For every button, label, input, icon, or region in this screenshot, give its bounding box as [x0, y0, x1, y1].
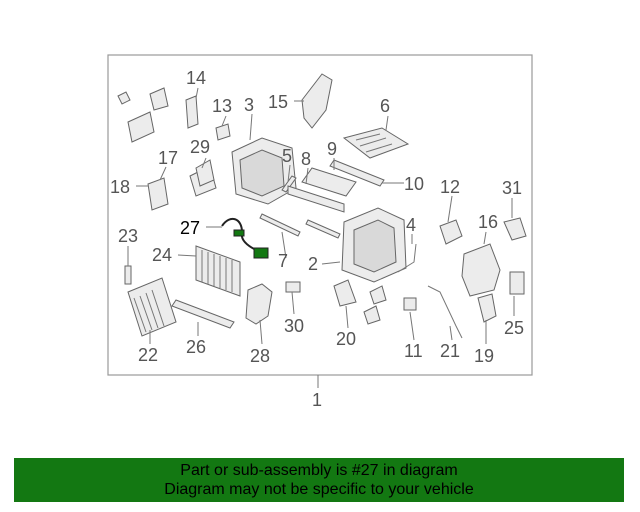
part-30-shape [285, 281, 301, 293]
part-29-shape [195, 159, 215, 187]
parts-diagram: 1 2 3 4 5 6 7 8 9 10 11 12 13 14 15 16 1… [107, 54, 533, 410]
callout-29: 29 [190, 137, 210, 157]
callout-31: 31 [502, 178, 522, 198]
part-6-shape [342, 127, 410, 159]
part-8-shape [287, 185, 345, 213]
callout-8: 8 [301, 149, 311, 169]
callout-27: 27 [180, 218, 200, 238]
callout-5: 5 [282, 146, 292, 166]
callout-6: 6 [380, 96, 390, 116]
callout-26: 26 [186, 337, 206, 357]
callout-19: 19 [474, 346, 494, 366]
part-11-shape [403, 297, 417, 311]
callout-14: 14 [186, 68, 206, 88]
part-25-shape [509, 271, 525, 295]
part-16-shape [461, 243, 501, 297]
callout-1: 1 [312, 390, 322, 410]
part-9-shape [301, 167, 357, 197]
callout-23: 23 [118, 226, 138, 246]
part-23-shape [124, 265, 132, 285]
part-20-shape [333, 279, 357, 307]
part-24-shape [195, 245, 241, 297]
callout-7: 7 [278, 251, 288, 271]
part-15-shape [301, 73, 333, 129]
callout-21: 21 [440, 341, 460, 361]
part-4-shape [397, 243, 417, 273]
callout-22: 22 [138, 345, 158, 365]
callout-30: 30 [284, 316, 304, 336]
part-21-shape [427, 285, 463, 339]
callout-16: 16 [478, 212, 498, 232]
part-12-shape [439, 219, 463, 245]
callout-20: 20 [336, 329, 356, 349]
callout-11: 11 [404, 341, 423, 361]
info-banner: Part or sub-assembly is #27 in diagram D… [14, 458, 624, 502]
part-7-shape [259, 213, 341, 239]
callout-3: 3 [244, 95, 254, 115]
callout-13: 13 [212, 96, 232, 116]
callout-18: 18 [110, 177, 130, 197]
part-10-shape [329, 159, 385, 187]
part-27-harness [221, 217, 269, 259]
callout-28: 28 [250, 346, 270, 366]
callout-24: 24 [152, 245, 172, 265]
part-28-shape [245, 283, 273, 325]
part-31-shape [503, 217, 527, 241]
part-26-shape [171, 299, 235, 329]
callout-17: 17 [158, 148, 178, 168]
callout-2: 2 [308, 254, 318, 274]
info-banner-line-2: Diagram may not be specific to your vehi… [164, 481, 474, 498]
part-3-shape [231, 137, 297, 205]
info-banner-line-1: Part or sub-assembly is #27 in diagram [180, 462, 458, 479]
callout-25: 25 [504, 318, 524, 338]
callout-4: 4 [406, 215, 416, 235]
callout-9: 9 [327, 139, 337, 159]
callout-10: 10 [404, 174, 424, 194]
callout-12: 12 [440, 177, 460, 197]
callout-leaders [127, 87, 515, 345]
part-19-shape [477, 293, 497, 323]
part-22-shape [127, 277, 177, 337]
part-2-shape [341, 207, 407, 283]
part-5-shape [281, 175, 297, 193]
callout-15: 15 [268, 92, 288, 112]
